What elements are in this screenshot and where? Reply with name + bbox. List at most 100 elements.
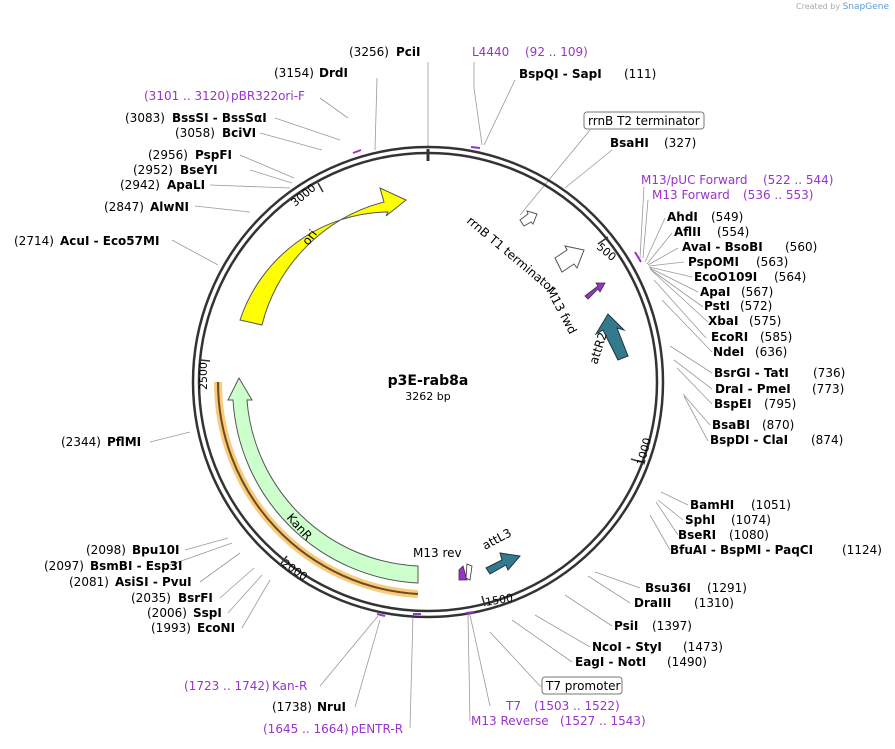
site-pos: (327) (664, 136, 696, 150)
site-pos: (3154) (274, 66, 314, 80)
site-name: PsiI (614, 619, 638, 633)
tick-3000: 3000 (289, 181, 319, 209)
site-pos: (773) (812, 382, 844, 396)
site-pos: (636) (755, 345, 787, 359)
site-pos: (1051) (751, 498, 791, 512)
site-pos: (549) (711, 210, 743, 224)
primer-pos: (1723 .. 1742) (184, 679, 270, 693)
attr2-arrow (594, 313, 629, 361)
site-pos: (2714) (14, 234, 54, 248)
site-name: BciVI (222, 126, 256, 140)
site-name: AflII (674, 225, 701, 239)
site-name: ApaLI (167, 178, 205, 192)
kanr-track-line (216, 381, 419, 595)
site-name: BsaBI (712, 418, 750, 432)
site-name: BspQI - SapI (519, 67, 602, 81)
primer-pos: (522 .. 544) (763, 173, 833, 187)
m13rev-arrow (458, 565, 468, 581)
credit-prefix: Created by (796, 2, 841, 11)
site-pos: (1490) (667, 655, 707, 669)
site-pos: (795) (764, 397, 796, 411)
site-pos: (2847) (104, 200, 144, 214)
site-name: PstI (704, 299, 730, 313)
site-pos: (2344) (61, 435, 101, 449)
site-pos: (1993) (151, 621, 191, 635)
kanr-arrow (227, 376, 419, 584)
site-name: PflMI (107, 435, 141, 449)
site-name: PspFI (195, 148, 232, 162)
site-pos: (2098) (86, 543, 126, 557)
tick-2500: 2500 (197, 362, 210, 390)
site-name: EcoNI (197, 621, 235, 635)
right-labels: (3256) PciI L4440 (92 .. 109) BspQI - Sa… (184, 45, 882, 736)
site-name: NdeI (713, 345, 744, 359)
site-name: XbaI (708, 314, 738, 328)
left-labels: (3154) DrdI (3101 .. 3120) pBR322ori-F (… (14, 66, 348, 635)
attl3-label: attL3 (480, 526, 514, 553)
site-name: BfuAI - BspMI - PaqCI (670, 543, 813, 557)
ori-feature: ori (239, 187, 407, 326)
tick-1500: 1500 (484, 591, 514, 609)
site-name: PspOMI (688, 255, 739, 269)
t7-promoter-label: T7 promoter (545, 679, 621, 693)
m13fwd-arrow (584, 282, 606, 300)
site-pos: (2081) (69, 575, 109, 589)
site-name: AcuI - Eco57MI (60, 234, 159, 248)
site-pos: (1738) (272, 700, 312, 714)
primer-sites (352, 146, 642, 617)
site-pos: (2952) (133, 163, 173, 177)
rrnb-t2-label: rrnB T2 terminator (588, 114, 700, 128)
site-pos: (870) (762, 418, 794, 432)
site-pos: (3256) (349, 45, 389, 59)
site-pos: (564) (774, 270, 806, 284)
site-pos: (874) (811, 433, 843, 447)
site-pos: (1397) (652, 619, 692, 633)
site-pos: (2097) (44, 559, 84, 573)
primer-pos: (536 .. 553) (743, 188, 813, 202)
site-name: BsrGI - TatI (714, 366, 789, 380)
m13rev-feature: M13 rev (413, 546, 473, 581)
site-name: BssSI - BssSαI (172, 111, 267, 125)
primer-pos: (3101 .. 3120) (144, 89, 230, 103)
kanr-feature: KanR (213, 376, 419, 598)
site-name: BamHI (690, 498, 734, 512)
site-name: NruI (317, 700, 346, 714)
site-name: BseYI (180, 163, 218, 177)
primer-name: pENTR-R (351, 722, 403, 736)
attl3-feature: attL3 (480, 526, 521, 575)
site-name: Bsu36I (645, 581, 691, 595)
primer-pos: (92 .. 109) (525, 45, 588, 59)
plasmid-size: 3262 bp (405, 390, 450, 403)
rrnb-t2-box: rrnB T2 terminator (583, 111, 705, 130)
site-name: EcoO109I (694, 270, 757, 284)
primer-pos: (1503 .. 1522) (534, 699, 620, 713)
ori-arrow (239, 187, 407, 326)
primer-pos: (1527 .. 1543) (560, 714, 646, 728)
site-name: DraI - PmeI (715, 382, 791, 396)
site-name: SphI (685, 513, 715, 527)
site-name: AvaI - BsoBI (682, 240, 763, 254)
site-pos: (585) (760, 330, 792, 344)
site-pos: (3083) (125, 111, 165, 125)
site-name: ApaI (700, 285, 730, 299)
attl3-arrow (485, 552, 521, 575)
site-pos: (111) (624, 67, 656, 81)
site-pos: (575) (749, 314, 781, 328)
site-name: DrdI (319, 66, 348, 80)
site-name: PciI (396, 45, 421, 59)
site-pos: (554) (717, 225, 749, 239)
site-pos: (572) (740, 299, 772, 313)
site-name: BsaHI (610, 136, 649, 150)
site-pos: (2956) (148, 148, 188, 162)
site-name: BsrFI (178, 591, 213, 605)
site-name: SspI (193, 606, 222, 620)
primer-name: M13 Reverse (471, 714, 549, 728)
m13rev-label: M13 rev (413, 546, 462, 560)
rrnb-t1-feature: rrnB T1 terminator (464, 210, 585, 296)
site-pos: (1124) (842, 543, 882, 557)
site-name: BspEI (714, 397, 752, 411)
credit-brand: SnapGene (842, 2, 889, 12)
site-name: NcoI - StyI (592, 640, 662, 654)
site-pos: (1473) (683, 640, 723, 654)
